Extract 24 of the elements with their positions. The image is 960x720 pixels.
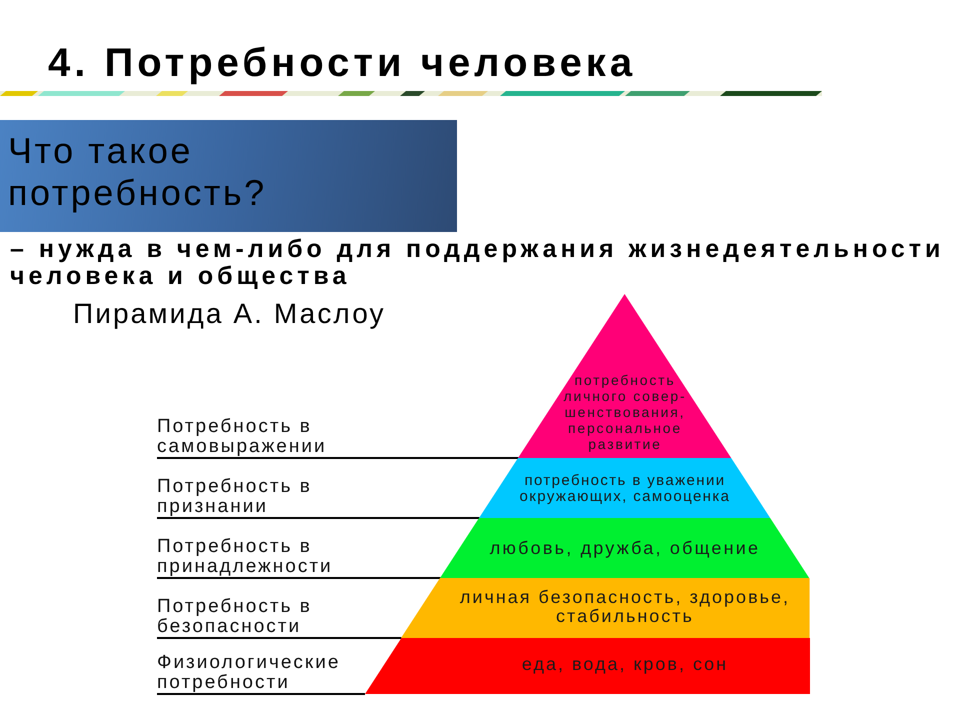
pyramid-level: [401, 578, 810, 638]
pyramid-level: [479, 458, 771, 518]
need-label: Потребность в принадлежности: [157, 537, 357, 577]
pyramid-level: [440, 518, 810, 578]
leader-line: [157, 637, 402, 639]
leader-line: [157, 693, 365, 695]
leader-line: [157, 577, 440, 579]
leader-line: [157, 457, 518, 459]
need-label: Потребность в признании: [157, 477, 357, 517]
need-label: Физиологические потребности: [157, 653, 357, 693]
pyramid-level: [365, 638, 810, 694]
leader-line: [157, 517, 480, 519]
level-text: личная безопасность, здоровье, стабильность: [458, 588, 792, 626]
pyramid-level: [518, 294, 732, 458]
slide-title: 4. Потребности человека: [48, 40, 636, 86]
definition-text: – нужда в чем-либо для поддержания жизнедеятельности человека и общества: [10, 236, 946, 290]
question-banner: Что такое потребность?: [0, 120, 457, 232]
level-text: любовь, дружба, общение: [488, 538, 762, 558]
pyramid-caption: Пирамида А. Маслоу: [73, 298, 386, 330]
need-label: Потребность в самовыражении: [157, 417, 357, 457]
level-text: потребность личного совер- шенствования, персональное развитие: [562, 372, 688, 452]
level-text: потребность в уважении окружающих, самооценка: [518, 473, 732, 505]
need-label: Потребность в безопасности: [157, 597, 357, 637]
level-text: еда, вода, кров, сон: [520, 654, 730, 674]
